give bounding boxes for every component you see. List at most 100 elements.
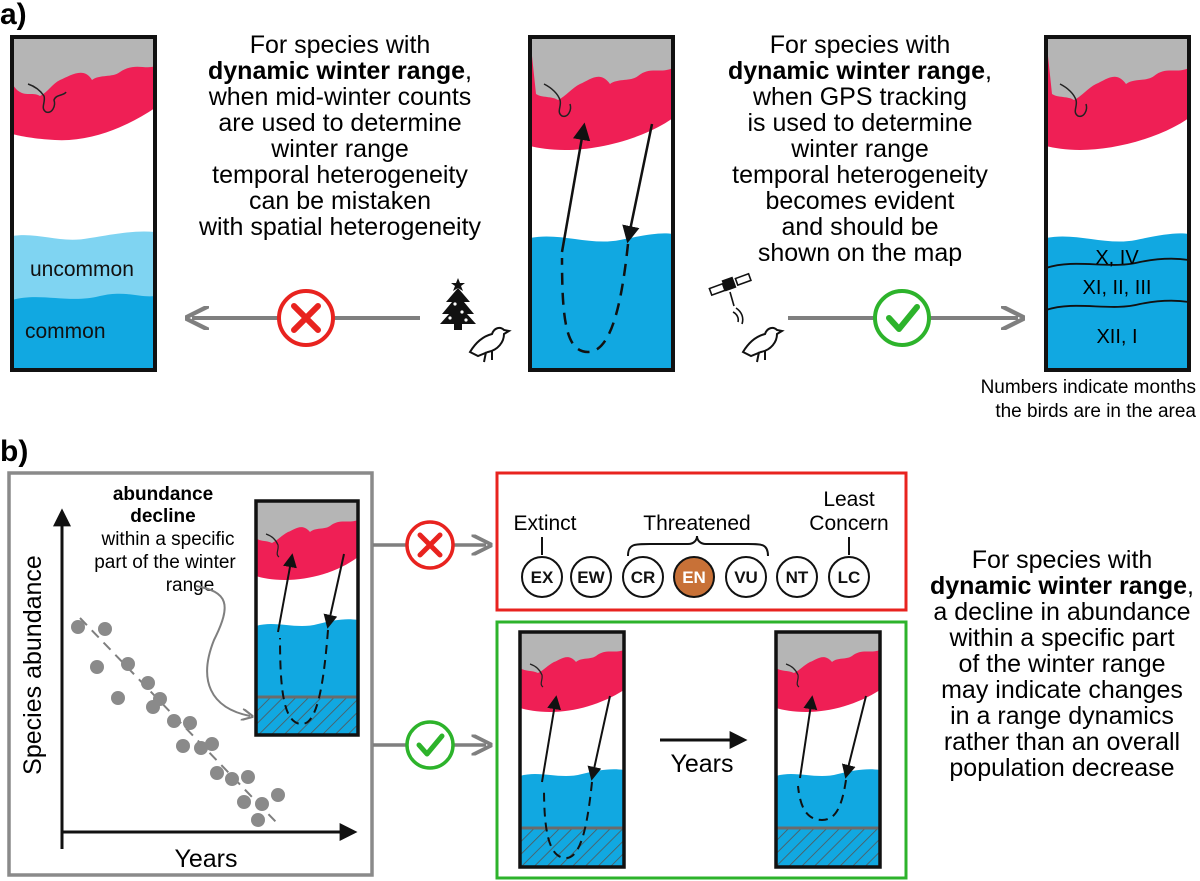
svg-text:and should be: and should be (781, 213, 938, 241)
iucn-category-label: EW (577, 568, 605, 587)
annotation-pointer (195, 585, 250, 716)
common-label: common (25, 320, 106, 343)
svg-text:temporal heterogeneity: temporal heterogeneity (212, 161, 468, 189)
blue-zone (12, 293, 155, 370)
scatter-point (194, 741, 208, 755)
map-frame (774, 630, 882, 869)
group-extinct-label: Extinct (513, 512, 576, 535)
svg-text:dynamic winter range,: dynamic winter range, (208, 57, 472, 85)
svg-text:decline: decline (130, 506, 195, 527)
iucn-lc-badge: LC (828, 556, 870, 598)
cross-icon (405, 520, 455, 570)
month-labels: X, IV XI, II, III XII, I (1083, 247, 1152, 348)
map-frame (1044, 35, 1191, 372)
map-tracked (530, 37, 673, 370)
map-frame (518, 630, 626, 869)
svg-text:For species with: For species with (250, 31, 431, 59)
scatter-point (225, 772, 239, 786)
scatter-point (183, 716, 197, 730)
threatened-brace (627, 535, 769, 557)
scatter-points (71, 620, 285, 827)
svg-text:abundance: abundance (113, 484, 213, 505)
svg-text:of the winter range: of the winter range (958, 650, 1165, 678)
scatter-point (121, 657, 135, 671)
svg-text:a decline in abundance: a decline in abundance (933, 598, 1190, 626)
panel-a-label: a) (0, 0, 27, 31)
scatter-point (271, 788, 285, 802)
svg-text:dynamic winter range,: dynamic winter range, (930, 572, 1194, 600)
scatter-point (241, 770, 255, 784)
scatter-point (210, 766, 224, 780)
svg-text:is used to determine: is used to determine (747, 109, 972, 137)
svg-text:winter range: winter range (270, 135, 409, 163)
x-axis-label: Years (174, 845, 237, 873)
svg-text:Numbers indicate months: Numbers indicate months (981, 377, 1196, 398)
scatter-point (71, 620, 85, 634)
iucn-vu-badge: VU (725, 556, 767, 598)
iucn-box (495, 471, 908, 612)
svg-text:the birds are in the area: the birds are in the area (995, 401, 1196, 422)
months-band-3: XII, I (1096, 326, 1137, 348)
check-icon (405, 720, 455, 770)
check-icon (873, 289, 931, 347)
iucn-cr-badge: CR (622, 556, 664, 598)
map-declining-range (256, 501, 358, 735)
dynamics-box (495, 620, 908, 880)
years-arrow-label: Years (670, 750, 733, 778)
svg-text:part of the winter: part of the winter (94, 552, 236, 573)
svg-text:can be mistaken: can be mistaken (249, 187, 431, 215)
iucn-en-badge: EN (673, 556, 715, 598)
iucn-nt-badge: NT (776, 556, 818, 598)
scatter-point (167, 714, 181, 728)
svg-text:when mid-winter counts: when mid-winter counts (208, 83, 472, 111)
svg-text:may indicate changes: may indicate changes (941, 676, 1183, 704)
iucn-category-label: CR (631, 568, 656, 587)
scatter-point (237, 795, 251, 809)
panel-b-caption: For species with dynamic winter range, a… (930, 546, 1194, 782)
map-gps (1046, 37, 1189, 370)
svg-text:shown on the map: shown on the map (758, 239, 962, 267)
svg-text:becomes evident: becomes evident (765, 187, 954, 215)
svg-text:within a specific part: within a specific part (948, 624, 1174, 652)
iucn-category-label: EN (682, 568, 706, 587)
satellite-icon (708, 272, 752, 325)
iucn-category-label: LC (838, 568, 861, 587)
iucn-category-label: VU (734, 568, 758, 587)
graph-box (7, 471, 374, 877)
bird-icon (741, 326, 785, 363)
svg-text:range: range (166, 575, 215, 596)
scatter-point (176, 739, 190, 753)
map-mid-winter-counts (12, 37, 155, 370)
scatter-point (90, 660, 104, 674)
map-before (520, 632, 624, 867)
months-band-2: XI, II, III (1083, 277, 1152, 299)
months-note: Numbers indicate months the birds are in… (981, 377, 1197, 422)
iucn-ew-badge: EW (570, 556, 612, 598)
land-area (12, 37, 155, 96)
group-lc-label-1: Least (823, 488, 875, 511)
scatter-point (141, 676, 155, 690)
iucn-categories: EX EW CR EN VU NT LC (521, 556, 870, 598)
christmas-tree-icon (440, 278, 476, 330)
svg-text:in a range dynamics: in a range dynamics (950, 702, 1174, 730)
svg-text:with spatial heterogeneity: with spatial heterogeneity (198, 213, 482, 241)
map-frame (254, 499, 360, 737)
svg-text:For species with: For species with (972, 546, 1153, 574)
scatter-point (255, 797, 269, 811)
iucn-category-label: EX (531, 568, 554, 587)
scatter-point (98, 622, 112, 636)
svg-text:winter range: winter range (790, 135, 929, 163)
scatter-point (251, 813, 265, 827)
group-lc-label-2: Concern (809, 512, 888, 535)
left-caption: For species with dynamic winter range, w… (198, 31, 482, 241)
svg-text:dynamic winter range,: dynamic winter range, (728, 57, 992, 85)
svg-text:For species with: For species with (770, 31, 951, 59)
map-frame (528, 35, 675, 372)
y-axis-label: Species abundance (19, 555, 47, 775)
iucn-ex-badge: EX (521, 556, 563, 598)
uncommon-label: uncommon (30, 258, 134, 281)
scatter-point (111, 691, 125, 705)
right-caption: For species with dynamic winter range, w… (728, 31, 992, 267)
map-after (776, 632, 880, 867)
panel-b-label: b) (0, 435, 28, 468)
